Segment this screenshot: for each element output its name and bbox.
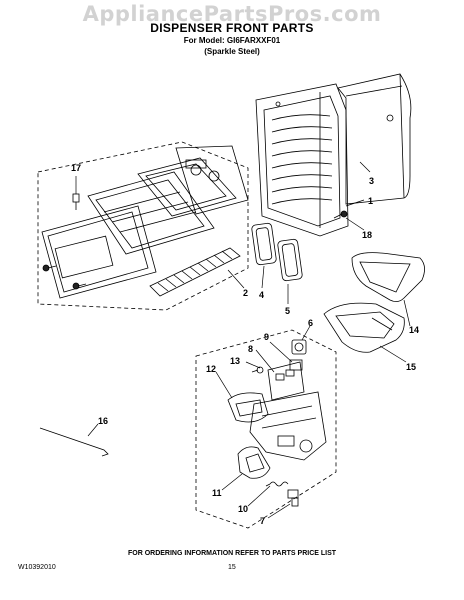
drip-tray-15 bbox=[323, 302, 405, 353]
dispenser-housing bbox=[255, 83, 349, 237]
callout-8: 8 bbox=[248, 344, 253, 354]
control-board-assembly bbox=[87, 145, 249, 255]
callout-16: 16 bbox=[98, 416, 108, 426]
cradle-12 bbox=[227, 392, 269, 423]
lever-group-outline bbox=[195, 329, 337, 529]
callout-3: 3 bbox=[369, 176, 374, 186]
page-title: DISPENSER FRONT PARTS bbox=[150, 21, 314, 35]
drip-tray-grille bbox=[149, 247, 241, 297]
switch-9 bbox=[289, 359, 303, 371]
callout-7: 7 bbox=[260, 516, 265, 526]
screw-left-lower bbox=[72, 282, 87, 290]
callout-1: 1 bbox=[368, 196, 373, 206]
doc-number: W10392010 bbox=[18, 564, 56, 571]
housing-back-panel bbox=[337, 73, 412, 205]
page-number: 15 bbox=[228, 564, 236, 571]
callout-2: 2 bbox=[243, 288, 248, 298]
ordering-info: FOR ORDERING INFORMATION REFER TO PARTS … bbox=[127, 550, 337, 557]
spring-10 bbox=[265, 481, 289, 487]
lever-base-housing bbox=[249, 391, 327, 461]
callout-11: 11 bbox=[212, 488, 222, 498]
screw-17 bbox=[72, 193, 80, 210]
dispenser-bezel bbox=[41, 205, 157, 299]
callout-9: 9 bbox=[264, 332, 269, 342]
callout-6: 6 bbox=[308, 318, 313, 328]
callout-17: 17 bbox=[71, 163, 81, 173]
callout-10: 10 bbox=[238, 504, 248, 514]
solenoid-6 bbox=[291, 339, 307, 355]
watermark: AppliancePartsPros.com bbox=[82, 2, 382, 26]
finish-line: (Sparkle Steel) bbox=[204, 47, 260, 56]
callout-18: 18 bbox=[362, 230, 372, 240]
leader-lines bbox=[75, 161, 411, 519]
pad-4 bbox=[251, 222, 277, 266]
callout-5: 5 bbox=[285, 306, 290, 316]
screw-left-upper bbox=[42, 264, 57, 272]
lever-paddle-11 bbox=[237, 446, 271, 479]
drip-tray-14 bbox=[351, 252, 425, 302]
callout-12: 12 bbox=[206, 364, 216, 374]
callout-13: 13 bbox=[230, 356, 240, 366]
clip-13 bbox=[251, 366, 264, 374]
callout-4: 4 bbox=[259, 290, 264, 300]
pad-5 bbox=[277, 238, 303, 282]
bracket-8 bbox=[267, 361, 305, 401]
callout-15: 15 bbox=[406, 362, 416, 372]
fitting-7 bbox=[287, 489, 299, 507]
screw-18 bbox=[333, 210, 348, 219]
wire-rod-16 bbox=[39, 427, 109, 457]
control-panel-group-outline bbox=[37, 141, 249, 311]
callout-14: 14 bbox=[409, 325, 419, 335]
model-line: For Model: GI6FARXXF01 bbox=[183, 36, 281, 45]
callout-labels: 17 3 1 18 2 4 5 14 6 9 8 13 12 15 16 11 … bbox=[71, 163, 419, 526]
